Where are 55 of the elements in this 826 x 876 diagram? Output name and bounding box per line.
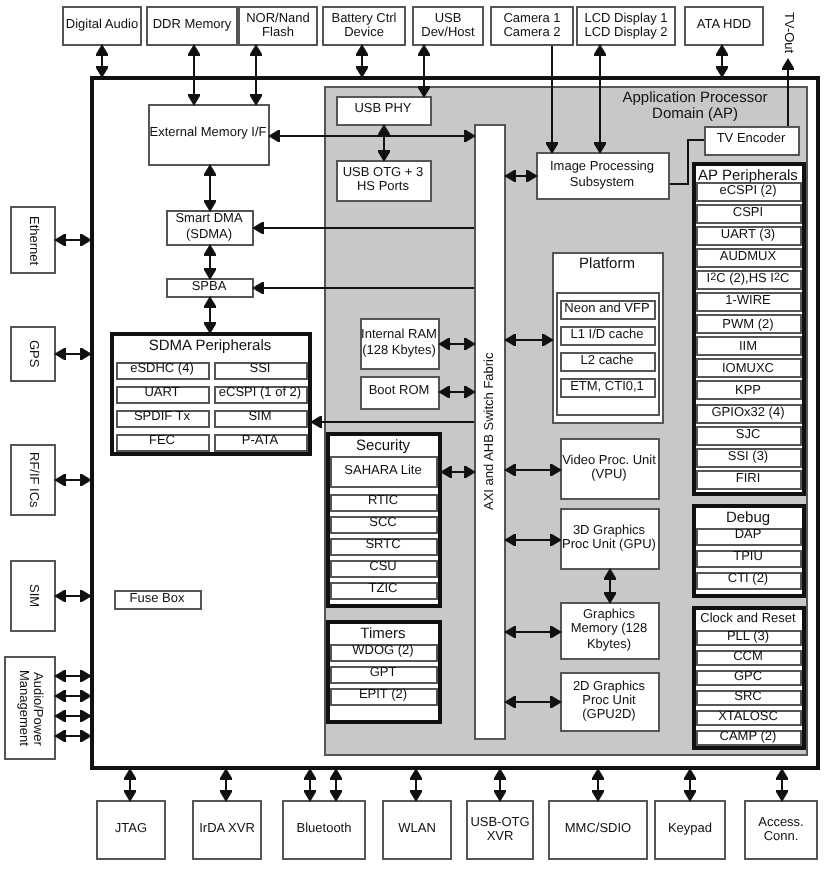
group-panel xyxy=(325,431,441,607)
arrow xyxy=(55,347,91,361)
arrow xyxy=(269,129,475,143)
arrow xyxy=(441,465,475,479)
arrow xyxy=(377,125,391,161)
arrow xyxy=(593,45,607,153)
arrow xyxy=(505,533,561,547)
arrow xyxy=(55,589,91,603)
arrow xyxy=(545,45,559,153)
arrow xyxy=(55,669,91,683)
arrow xyxy=(95,45,109,77)
arrow xyxy=(417,45,431,97)
arrow xyxy=(439,385,475,399)
arrow xyxy=(683,769,697,801)
arrow xyxy=(355,45,369,77)
arrow xyxy=(311,415,475,429)
arrow xyxy=(439,337,475,351)
arrow xyxy=(123,769,137,801)
group-panel xyxy=(691,605,805,749)
arrow xyxy=(493,769,507,801)
arrow xyxy=(203,297,217,333)
arrow xyxy=(409,769,423,801)
arrow xyxy=(219,769,233,801)
arrow xyxy=(505,695,561,709)
arrow xyxy=(55,689,91,703)
arrow xyxy=(55,233,91,247)
arrow xyxy=(715,45,729,77)
group-panel xyxy=(691,161,805,495)
group-panel xyxy=(109,331,311,455)
group-panel xyxy=(323,85,807,755)
arrow xyxy=(55,709,91,723)
arrow xyxy=(253,281,475,295)
arrow xyxy=(591,769,605,801)
arrow xyxy=(203,165,217,211)
group-panel xyxy=(325,619,441,723)
group-panel xyxy=(691,503,805,597)
arrow xyxy=(329,769,343,801)
arrow xyxy=(55,729,91,743)
arrow xyxy=(249,45,263,105)
arrow xyxy=(505,169,537,183)
arrow xyxy=(55,473,91,487)
chip-outline xyxy=(90,76,820,770)
arrow xyxy=(253,221,475,235)
arrow xyxy=(187,45,201,105)
connector-line xyxy=(669,139,705,185)
group-panel xyxy=(551,251,663,423)
arrow xyxy=(505,463,561,477)
arrow xyxy=(303,769,317,801)
arrow xyxy=(505,625,561,639)
arrow xyxy=(775,769,789,801)
arrow xyxy=(203,245,217,279)
arrow xyxy=(781,59,795,127)
arrow xyxy=(603,569,617,603)
arrow xyxy=(505,333,553,347)
group-panel xyxy=(555,291,659,415)
